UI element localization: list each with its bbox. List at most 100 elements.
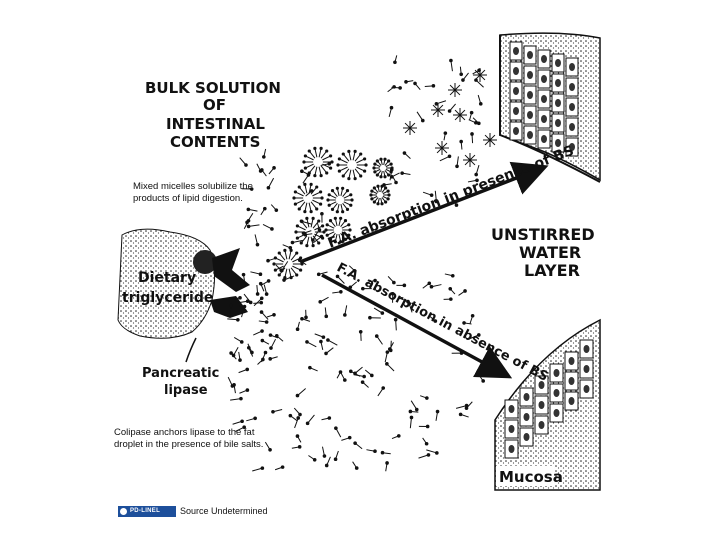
micelle	[272, 248, 304, 280]
fatty-acid-mark	[419, 395, 429, 400]
fatty-acid-mark	[461, 72, 469, 82]
bulk-line-3: INTESTINAL	[166, 115, 265, 133]
fatty-acid-molecules	[227, 55, 485, 472]
lower-epithelial-cells	[504, 339, 594, 459]
fatty-acid-mark	[361, 286, 372, 291]
fatty-acid-mark	[400, 171, 411, 175]
fatty-acid-mark	[418, 453, 431, 459]
fatty-acid-mark	[422, 437, 429, 446]
fatty-acid-mark	[474, 78, 484, 88]
fatty-acid-mark	[410, 400, 419, 412]
fatty-acid-mark	[377, 386, 386, 397]
cell-column	[549, 363, 564, 423]
fatty-acid-mark	[312, 234, 324, 244]
fatty-acid-mark	[387, 85, 396, 93]
cell-column	[579, 339, 594, 399]
unstirred-water-layer-label: UNSTIRRED WATER LAYER	[491, 225, 595, 280]
fatty-acid-mark	[422, 191, 434, 197]
fatty-acid-mark	[385, 362, 395, 372]
lipase-pointer	[185, 337, 197, 363]
fatty-acid-mark	[402, 151, 411, 160]
fatty-acid-mark	[246, 416, 257, 422]
pancreatic-lipase-label: Pancreatic lipase	[142, 366, 219, 398]
lipase-line-2: lipase	[164, 383, 208, 398]
cell-column	[565, 57, 579, 157]
fatty-acid-mark	[294, 416, 301, 429]
fatty-acid-mark	[255, 284, 260, 296]
fatty-acid-mark	[424, 84, 436, 88]
fatty-acid-mark	[262, 148, 267, 159]
fatty-acid-mark	[232, 419, 244, 425]
fatty-acid-mark	[238, 351, 242, 362]
fatty-acid-mark	[300, 169, 309, 175]
fatty-acid-mark	[246, 224, 260, 229]
fatty-acid-mark	[459, 139, 463, 150]
fatty-acid-mark	[434, 100, 447, 106]
fatty-acid-mark	[302, 173, 311, 184]
small-micelle	[435, 141, 449, 155]
fatty-acid-mark	[318, 296, 329, 304]
fatty-acid-mark	[268, 356, 278, 361]
fatty-acid-mark	[311, 231, 319, 242]
fatty-acid-mark	[230, 396, 243, 401]
micelle	[336, 149, 368, 181]
fatty-acid-mark	[391, 434, 401, 440]
fatty-acid-mark	[416, 111, 425, 123]
fatty-acid-mark	[458, 289, 467, 296]
fatty-acid-mark	[305, 340, 317, 348]
fatty-acid-mark	[263, 284, 269, 296]
fatty-acid-mark	[343, 305, 348, 317]
fatty-acid-mark	[443, 131, 448, 141]
cell-column	[534, 375, 549, 435]
fatty-acid-mark	[324, 347, 334, 356]
fatty-acid-mark	[319, 339, 324, 350]
fatty-acid-mark	[266, 258, 275, 263]
fatty-acid-mark	[396, 283, 407, 288]
fatty-acid-mark	[459, 66, 464, 77]
trig-line-1: Dietary	[138, 270, 196, 286]
arrow-lower-label: F.A. absorption in absence of BS	[334, 260, 550, 385]
mucosa-label: Mucosa	[499, 468, 563, 486]
upper-epithelial-cells	[509, 41, 579, 157]
micelle	[369, 184, 391, 206]
source-attribution: PD-LINEL Source Undetermined	[118, 505, 268, 517]
mucosa-label-bg	[496, 466, 554, 486]
fatty-acid-mark	[260, 168, 267, 177]
fatty-acid-mark	[308, 365, 318, 372]
fatty-acid-mark	[260, 338, 270, 345]
trig-line-2: triglyceride	[122, 290, 213, 306]
small-micelle	[403, 121, 417, 135]
note-colipase: Colipase anchors lipase to the fat dropl…	[114, 427, 264, 450]
fatty-acid-mark	[260, 279, 271, 286]
fatty-acid-mark	[348, 265, 357, 273]
fatty-acid-mark	[448, 286, 456, 295]
fatty-acid-mark	[422, 281, 432, 289]
public-domain-badge[interactable]: PD-LINEL	[118, 505, 176, 517]
fatty-acid-mark	[308, 455, 317, 462]
fatty-acid-mark	[388, 105, 394, 117]
fatty-acid-mark	[233, 337, 244, 344]
cell-column	[509, 41, 523, 141]
fatty-acid-mark	[229, 303, 233, 317]
fatty-acid-mark	[333, 450, 339, 461]
fatty-acid-mark	[254, 234, 260, 247]
fatty-acid-mark	[390, 172, 400, 179]
fatty-acid-mark	[274, 465, 285, 471]
fatty-acid-mark	[274, 334, 284, 342]
fatty-acid-mark	[326, 338, 338, 346]
lower-mucosa	[494, 318, 601, 491]
fatty-acid-mark	[428, 314, 438, 323]
fatty-acid-mark	[260, 206, 267, 216]
bulk-solution-label: BULK SOLUTION OF INTESTINAL CONTENTS	[145, 79, 281, 151]
fatty-acid-mark	[443, 297, 453, 301]
fatty-acid-mark	[470, 132, 474, 144]
fatty-acid-mark	[271, 409, 283, 414]
fatty-acid-mark	[418, 424, 430, 429]
lipase-line-1: Pancreatic	[142, 366, 219, 381]
fatty-acid-mark	[367, 278, 377, 283]
fatty-acid-mark	[316, 271, 328, 277]
fatty-acid-mark	[241, 304, 247, 318]
fatty-acid-mark	[408, 409, 419, 414]
fatty-acid-mark	[429, 284, 442, 289]
lipase-shape-lower	[210, 296, 248, 318]
